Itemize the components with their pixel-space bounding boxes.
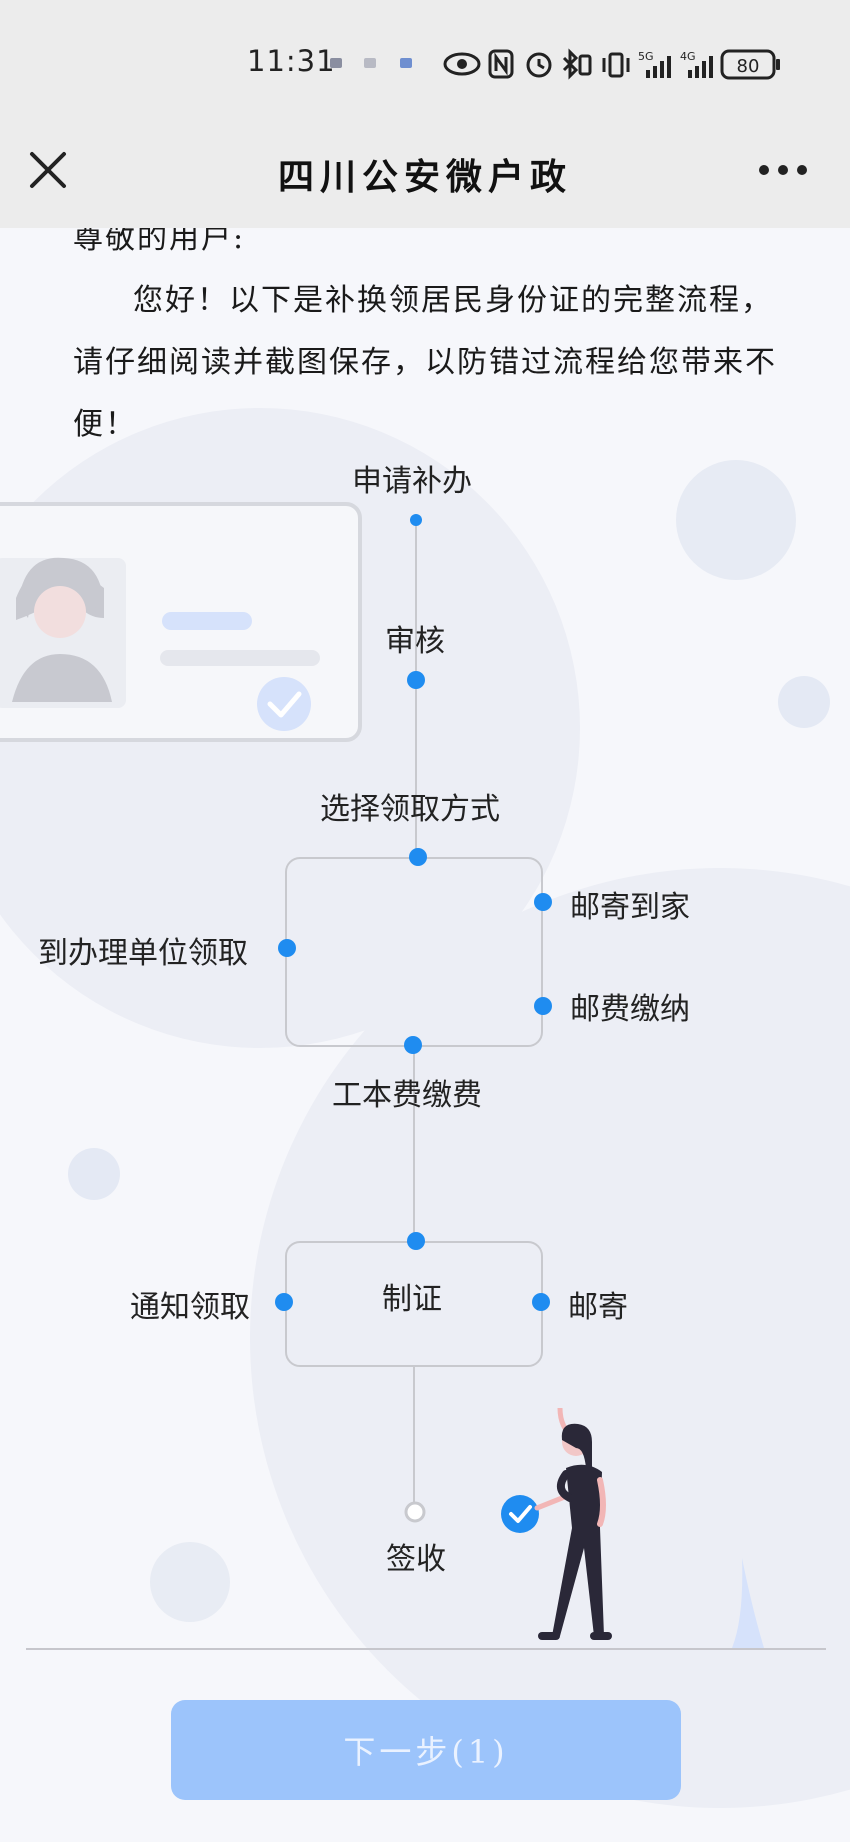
branch-postage-payment: 邮费缴纳 (570, 992, 690, 1027)
intro-paragraph: 您好！以下是补换领居民身份证的完整流程，请仔细阅读并截图保存，以防错过流程给您带… (73, 283, 777, 442)
bluetooth-icon (562, 48, 592, 80)
step-apply: 申请补办 (352, 464, 472, 499)
flow-dot-end (404, 1501, 426, 1523)
next-step-button[interactable]: 下一步(1) (171, 1700, 681, 1800)
status-time: 11:31 (247, 44, 336, 78)
notification-icon (364, 58, 376, 68)
flow-dot (410, 514, 422, 526)
flow-dot (409, 848, 427, 866)
network-2-label: 4G (680, 50, 696, 63)
branch-mail-home: 邮寄到家 (570, 890, 690, 925)
step-fee-payment: 工本费缴费 (332, 1078, 482, 1113)
vibrate-icon (602, 52, 630, 78)
status-icons: 5G 4G 80 (330, 48, 780, 80)
flow-dot (532, 1293, 550, 1311)
nfc-icon (488, 49, 514, 79)
footer-divider (26, 1648, 826, 1650)
production-mail: 邮寄 (568, 1290, 628, 1325)
status-bar: 11:31 5G (0, 0, 850, 110)
id-card-illustration (0, 502, 362, 742)
flow-dot (534, 893, 552, 911)
alarm-icon (526, 52, 552, 78)
network-1-label: 5G (638, 50, 654, 63)
top-nav-bar: 四川公安微户政 (0, 110, 850, 228)
flow-dot (407, 671, 425, 689)
decor-bubble (68, 1148, 120, 1200)
signal-5g-icon: 5G (638, 50, 671, 78)
signal-4g-icon: 4G (680, 50, 713, 78)
flow-illustration (0, 408, 850, 1808)
intro-text: 尊敬的用户: 您好！以下是补换领居民身份证的完整流程，请仔细阅读并截图保存，以防… (73, 228, 793, 456)
flow-dot (534, 997, 552, 1015)
flow-dot (278, 939, 296, 957)
woman-illustration (501, 1407, 764, 1648)
flow-dot (275, 1293, 293, 1311)
more-dots-icon[interactable] (756, 156, 810, 184)
step-choose-pickup: 选择领取方式 (320, 792, 500, 827)
close-icon[interactable] (26, 148, 70, 192)
step-review: 审核 (385, 624, 445, 659)
flow-dot (407, 1232, 425, 1250)
step-sign-receipt: 签收 (386, 1542, 446, 1577)
production-notify-pickup: 通知领取 (130, 1290, 250, 1325)
flow-dot (404, 1036, 422, 1054)
battery-icon: 80 (720, 49, 780, 80)
intro-greeting-line: 尊敬的用户: (73, 228, 246, 256)
content-area[interactable]: 尊敬的用户: 您好！以下是补换领居民身份证的完整流程，请仔细阅读并截图保存，以防… (0, 228, 850, 1842)
step-production: 制证 (382, 1282, 442, 1317)
eye-icon (443, 52, 481, 76)
background-blob (250, 868, 850, 1808)
branch-pickup-at-office: 到办理单位领取 (38, 936, 248, 971)
notification-icon (330, 58, 342, 68)
decor-bubble (150, 1542, 230, 1622)
notification-icon (400, 58, 412, 68)
decor-bubble (778, 676, 830, 728)
decor-bubble (676, 460, 796, 580)
page-title: 四川公安微户政 (277, 156, 572, 198)
battery-level: 80 (737, 56, 760, 77)
